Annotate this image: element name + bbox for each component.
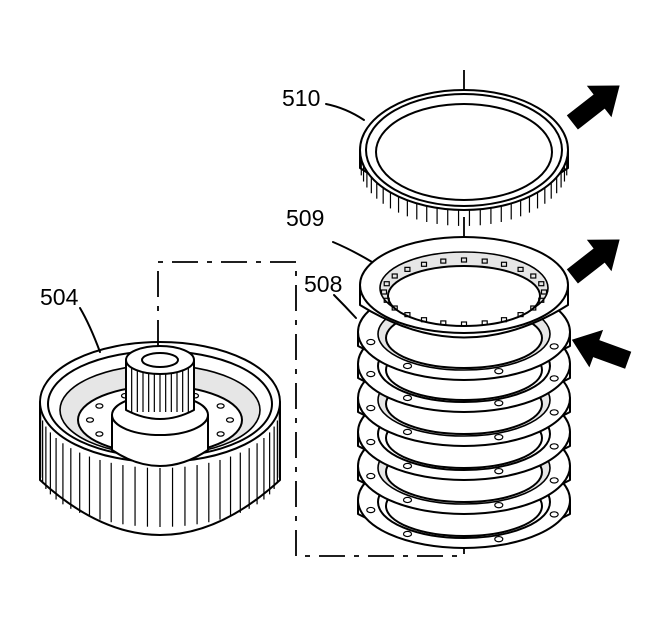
inner-tooth: [440, 258, 447, 264]
inner-tooth: [440, 320, 447, 326]
plate-hole: [366, 338, 376, 346]
callout-group-508: 508: [304, 271, 357, 319]
inner-tooth: [404, 266, 411, 272]
inner-tooth: [380, 289, 388, 295]
hub-hole: [216, 403, 225, 409]
callout-509: 509: [286, 205, 324, 231]
inner-tooth: [517, 312, 524, 318]
inner-tooth: [460, 321, 468, 327]
inner-tooth: [538, 281, 545, 287]
callout-510: 510: [282, 85, 320, 111]
inner-tooth: [391, 305, 398, 311]
plate-hole: [494, 535, 504, 543]
plate-hole: [402, 394, 413, 402]
hub-hole: [225, 417, 235, 423]
plate-hole: [402, 530, 413, 538]
inner-tooth: [517, 266, 524, 272]
plate-hole: [366, 370, 376, 378]
inner-tooth: [383, 281, 390, 287]
hub-hole: [216, 431, 225, 437]
hub-hole: [85, 417, 95, 423]
plate-hole: [549, 477, 559, 484]
inner-tooth: [420, 317, 428, 323]
plate-hole: [549, 443, 559, 450]
shaft-spline-teeth: [131, 366, 189, 412]
hub-hole: [95, 431, 104, 437]
plate-hole: [402, 428, 413, 436]
inner-tooth: [420, 261, 428, 267]
plate-hole: [494, 467, 504, 475]
inner-tooth: [500, 317, 508, 323]
inner-tooth: [404, 312, 411, 318]
inner-tooth: [538, 297, 545, 303]
plate-hole: [402, 362, 413, 370]
inner-tooth: [391, 273, 398, 279]
plate-hole: [366, 506, 376, 514]
plate-hole: [549, 375, 559, 382]
plate-hole: [366, 404, 376, 412]
hub-hole: [95, 403, 104, 409]
inner-tooth: [530, 305, 537, 311]
callout-504: 504: [40, 284, 79, 310]
backing-plate-510: 510: [282, 85, 569, 226]
arrow-510: [566, 85, 620, 130]
plate-hole: [494, 433, 504, 441]
inner-tooth: [481, 320, 488, 326]
clutch-housing-504: 504: [39, 284, 281, 536]
inner-tooth: [500, 261, 508, 267]
plate-509-inner-teeth: [380, 257, 548, 327]
arrow-508: [571, 329, 632, 369]
inner-tooth: [460, 257, 468, 263]
plate-hole: [549, 343, 559, 350]
plate-hole: [494, 501, 504, 509]
inner-tooth: [540, 289, 548, 295]
plate-hole: [366, 472, 376, 480]
inner-tooth: [481, 258, 488, 264]
plate-510-outer-lugs: [360, 159, 568, 226]
arrow-509: [566, 239, 620, 284]
callout-508: 508: [304, 271, 342, 297]
clutch-plate-509: 509: [286, 205, 569, 339]
plate-hole: [549, 511, 559, 518]
plate-hole: [366, 438, 376, 446]
inner-tooth: [530, 273, 537, 279]
plate-hole: [402, 462, 413, 470]
inner-tooth: [383, 297, 390, 303]
plate-hole: [549, 409, 559, 416]
plate-hole: [402, 496, 413, 504]
drum-spline-teeth: [39, 408, 281, 527]
plate-hole: [494, 367, 504, 375]
plate-hole: [494, 399, 504, 407]
